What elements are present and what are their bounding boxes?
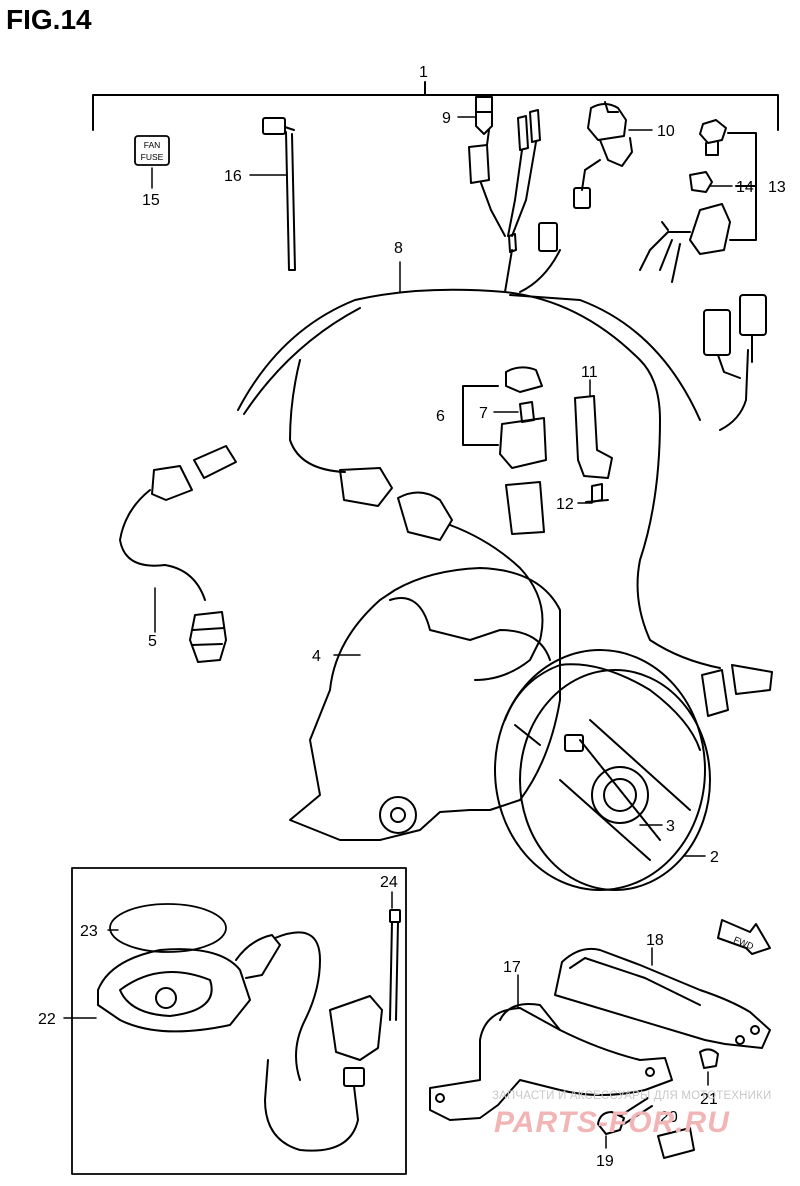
relay bbox=[573, 101, 633, 209]
label-16: 16 bbox=[224, 168, 242, 185]
label-14: 14 bbox=[736, 179, 754, 196]
label-24: 24 bbox=[380, 874, 398, 891]
fuse-holder bbox=[468, 96, 541, 237]
horn-connector bbox=[639, 203, 731, 283]
fan-bracket bbox=[429, 1003, 673, 1121]
label-3: 3 bbox=[666, 818, 675, 835]
fan-bracket-upper bbox=[554, 947, 771, 1049]
label-5: 5 bbox=[148, 633, 157, 650]
assembly-22-box bbox=[71, 867, 407, 1175]
label-20: 20 bbox=[660, 1109, 678, 1126]
forward-arrow-icon: FWD bbox=[717, 919, 771, 955]
cooling-fan-assembly bbox=[494, 649, 711, 891]
watermark-text: ЗАПЧАСТИ И АКСЕССУАРЫ ДЛЯ МОТОТЕХНИКИ bbox=[492, 1090, 772, 1102]
assembly-1-bracket bbox=[92, 81, 779, 131]
bolt bbox=[585, 483, 609, 503]
fan-connector bbox=[701, 664, 773, 717]
sensor-connector bbox=[264, 995, 383, 1152]
bolt-and-nut-set bbox=[597, 1048, 719, 1159]
label-10: 10 bbox=[657, 123, 675, 140]
label-12: 12 bbox=[556, 496, 574, 513]
relay-bracket bbox=[574, 395, 613, 479]
figure-title: FIG.14 bbox=[6, 4, 92, 35]
sensor-housing bbox=[97, 931, 321, 1081]
label-6: 6 bbox=[436, 408, 445, 425]
temperature-switch bbox=[189, 611, 227, 663]
part-number-labels: 1 2 3 4 5 6 7 8 9 10 11 12 13 14 15 16 1… bbox=[38, 64, 786, 1170]
fuse-label-line1: FAN bbox=[144, 140, 161, 150]
label-21: 21 bbox=[700, 1091, 718, 1108]
watermark-logo: PARTS-FOR.RU bbox=[494, 1106, 730, 1139]
label-4: 4 bbox=[312, 648, 321, 665]
fuse-label-line2: FUSE bbox=[141, 152, 164, 162]
cable-tie bbox=[262, 117, 296, 271]
screw bbox=[689, 119, 727, 193]
label-7: 7 bbox=[479, 405, 488, 422]
cable-tie-small bbox=[389, 909, 401, 1021]
fan-shroud bbox=[289, 567, 561, 841]
label-9: 9 bbox=[442, 110, 451, 127]
wiring-harness bbox=[237, 222, 749, 669]
label-1: 1 bbox=[419, 64, 428, 81]
fan-fuse: FAN FUSE bbox=[134, 135, 170, 166]
label-15: 15 bbox=[142, 192, 160, 209]
label-11: 11 bbox=[581, 364, 598, 381]
gasket bbox=[109, 903, 227, 953]
label-17: 17 bbox=[503, 959, 521, 976]
label-22: 22 bbox=[38, 1011, 56, 1028]
assembly-13-bracket bbox=[727, 132, 757, 241]
assembly-6-bracket bbox=[462, 385, 499, 446]
connector-pair bbox=[703, 294, 767, 379]
leader-lines bbox=[63, 116, 733, 1149]
harness-connector-left bbox=[119, 445, 237, 601]
label-13: 13 bbox=[768, 179, 786, 196]
thermo-connector bbox=[339, 467, 544, 681]
label-2: 2 bbox=[710, 849, 719, 866]
label-18: 18 bbox=[646, 932, 664, 949]
label-23: 23 bbox=[80, 923, 98, 940]
relay-socket bbox=[499, 366, 547, 535]
label-8: 8 bbox=[394, 240, 403, 257]
label-19: 19 bbox=[596, 1153, 614, 1170]
